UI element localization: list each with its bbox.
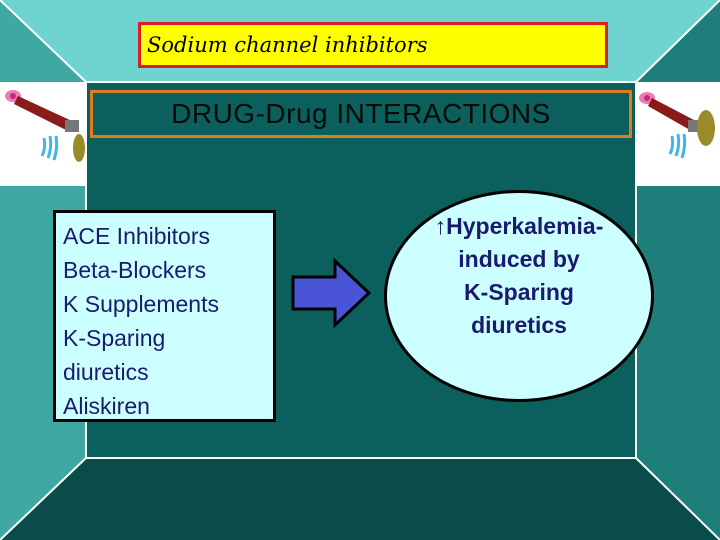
list-item: K Supplements	[63, 291, 219, 317]
subtitle-banner: Sodium channel inhibitors	[138, 22, 608, 68]
result-line: K-Sparing	[464, 279, 574, 305]
interacting-drugs-list: ACE Inhibitors Beta-Blockers K Supplemen…	[53, 210, 276, 422]
list-item: diuretics	[63, 359, 149, 385]
slide-title: DRUG-Drug INTERACTIONS	[90, 90, 632, 138]
right-arrow-icon	[291, 258, 372, 328]
list-item: ACE Inhibitors	[63, 223, 211, 249]
faucet-kidney-icon	[0, 82, 86, 186]
result-line: diuretics	[471, 312, 567, 338]
list-item: Aliskiren	[63, 393, 150, 419]
faucet-kidney-icon	[636, 82, 720, 186]
result-line: ↑Hyperkalemia-	[434, 213, 604, 239]
list-item: Beta-Blockers	[63, 257, 207, 283]
result-line: induced by	[458, 246, 580, 272]
interaction-result: ↑Hyperkalemia- induced by K-Sparing diur…	[384, 190, 654, 402]
list-item: K-Sparing	[63, 325, 166, 351]
subtitle-banner-text: Sodium channel inhibitors	[147, 33, 428, 57]
slide-title-text: DRUG-Drug INTERACTIONS	[171, 98, 551, 129]
